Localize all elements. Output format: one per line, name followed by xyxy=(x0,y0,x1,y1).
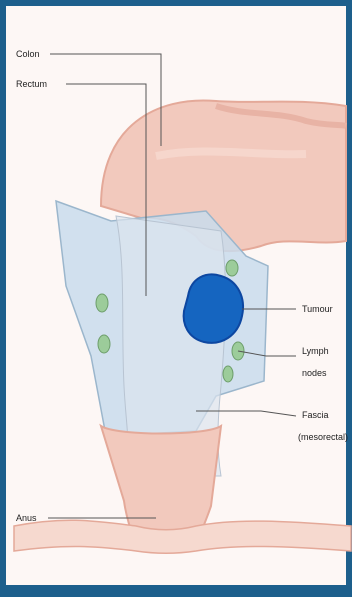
label-colon: Colon xyxy=(16,49,40,59)
label-rectum: Rectum xyxy=(16,79,47,89)
rectal-anatomy-diagram: Colon Rectum Tumour Lymph nodes Fascia (… xyxy=(6,6,352,597)
label-lymph-nodes-line1: Lymph xyxy=(302,346,329,356)
label-lymph-nodes-line2: nodes xyxy=(302,368,327,378)
lymph-node xyxy=(98,335,110,353)
label-tumour: Tumour xyxy=(302,304,333,314)
lymph-node xyxy=(96,294,108,312)
label-fascia-line2: (mesorectal) xyxy=(298,432,348,442)
label-fascia-line1: Fascia xyxy=(302,410,329,420)
colon-fold xyxy=(156,151,306,156)
tumour-mass xyxy=(184,274,243,342)
lymph-node xyxy=(226,260,238,276)
lymph-node xyxy=(223,366,233,382)
label-anus: Anus xyxy=(16,513,37,523)
